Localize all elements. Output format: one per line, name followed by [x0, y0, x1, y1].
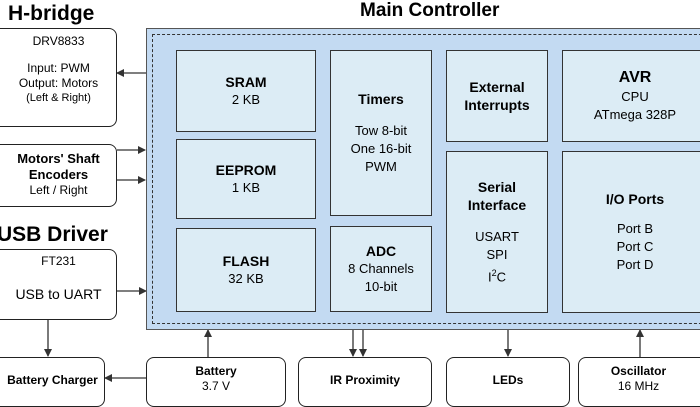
flash-size: 32 KB [228, 271, 264, 286]
battery-charger-box: Battery Charger [0, 357, 105, 407]
io-port-c: Port C [616, 239, 654, 254]
serial-label-1: Serial [477, 178, 517, 195]
hbridge-chip: DRV8833 [32, 34, 85, 48]
ir-proximity-box: IR Proximity [298, 357, 432, 407]
avr-cpu: CPU [621, 89, 649, 104]
interrupts-block: External Interrupts [446, 50, 548, 142]
serial-usart: USART [475, 228, 519, 244]
encoders-sides: Left / Right [29, 183, 88, 197]
sram-block: SRAM 2 KB [176, 50, 316, 132]
adc-channels: 8 Channels [348, 261, 414, 276]
usb-label: USB to UART [15, 286, 102, 302]
usb-title: USB Driver [0, 223, 108, 246]
interrupts-label-1: External [469, 79, 525, 95]
serial-spi: SPI [486, 246, 508, 262]
hbridge-title: H-bridge [8, 2, 95, 25]
io-ports-label: I/O Ports [605, 191, 665, 207]
oscillator-label: Oscillator [610, 364, 667, 378]
adc-label: ADC [365, 243, 397, 259]
encoders-title-2: Encoders [28, 167, 89, 182]
hbridge-sides: (Left & Right) [26, 92, 91, 104]
main-controller-title: Main Controller [360, 0, 500, 21]
hbridge-input: Input: PWM [27, 61, 90, 75]
battery-box: Battery 3.7 V [146, 357, 286, 407]
flash-block: FLASH 32 KB [176, 228, 316, 312]
hbridge-box: DRV8833 Input: PWM Output: Motors (Left … [0, 28, 117, 127]
timers-line-3: PWM [365, 159, 397, 174]
encoders-box: Motors' Shaft Encoders Left / Right [0, 144, 117, 207]
serial-label-2: Interface [467, 196, 527, 213]
timers-label: Timers [358, 91, 404, 107]
adc-block: ADC 8 Channels 10-bit [330, 226, 432, 312]
timers-line-2: One 16-bit [350, 141, 412, 156]
oscillator-frequency: 16 MHz [617, 379, 660, 393]
leds-box: LEDs [446, 357, 570, 407]
avr-model: ATmega 328P [593, 107, 677, 122]
sram-label: SRAM [225, 74, 267, 90]
battery-label: Battery [195, 364, 237, 378]
usb-chip: FT231 [41, 254, 76, 268]
hbridge-output: Output: Motors [18, 76, 99, 90]
timers-line-1: Tow 8-bit [354, 123, 408, 138]
avr-label: AVR [618, 69, 652, 86]
interrupts-label-2: Interrupts [464, 97, 530, 113]
main-controller-dashed-frame [152, 34, 700, 324]
battery-charger-label: Battery Charger [7, 373, 98, 387]
serial-i2c: I2C [487, 267, 507, 285]
sram-size: 2 KB [231, 92, 261, 107]
eeprom-label: EEPROM [215, 162, 277, 178]
eeprom-size: 1 KB [231, 180, 261, 195]
io-port-d: Port D [616, 257, 654, 272]
flash-label: FLASH [222, 253, 270, 269]
serial-interface-block: Serial Interface USART SPI I2C [446, 151, 548, 313]
io-port-b: Port B [616, 221, 654, 236]
usb-box: FT231 USB to UART [0, 249, 117, 320]
timers-block: Timers Tow 8-bit One 16-bit PWM [330, 50, 432, 216]
avr-cpu-block: AVR CPU ATmega 328P [562, 50, 700, 142]
battery-voltage: 3.7 V [201, 379, 231, 393]
io-ports-block: I/O Ports Port B Port C Port D [562, 151, 700, 313]
ir-proximity-label: IR Proximity [329, 373, 401, 387]
eeprom-block: EEPROM 1 KB [176, 139, 316, 219]
leds-label: LEDs [492, 373, 524, 387]
adc-resolution: 10-bit [364, 279, 398, 294]
encoders-title-1: Motors' Shaft [17, 151, 100, 166]
